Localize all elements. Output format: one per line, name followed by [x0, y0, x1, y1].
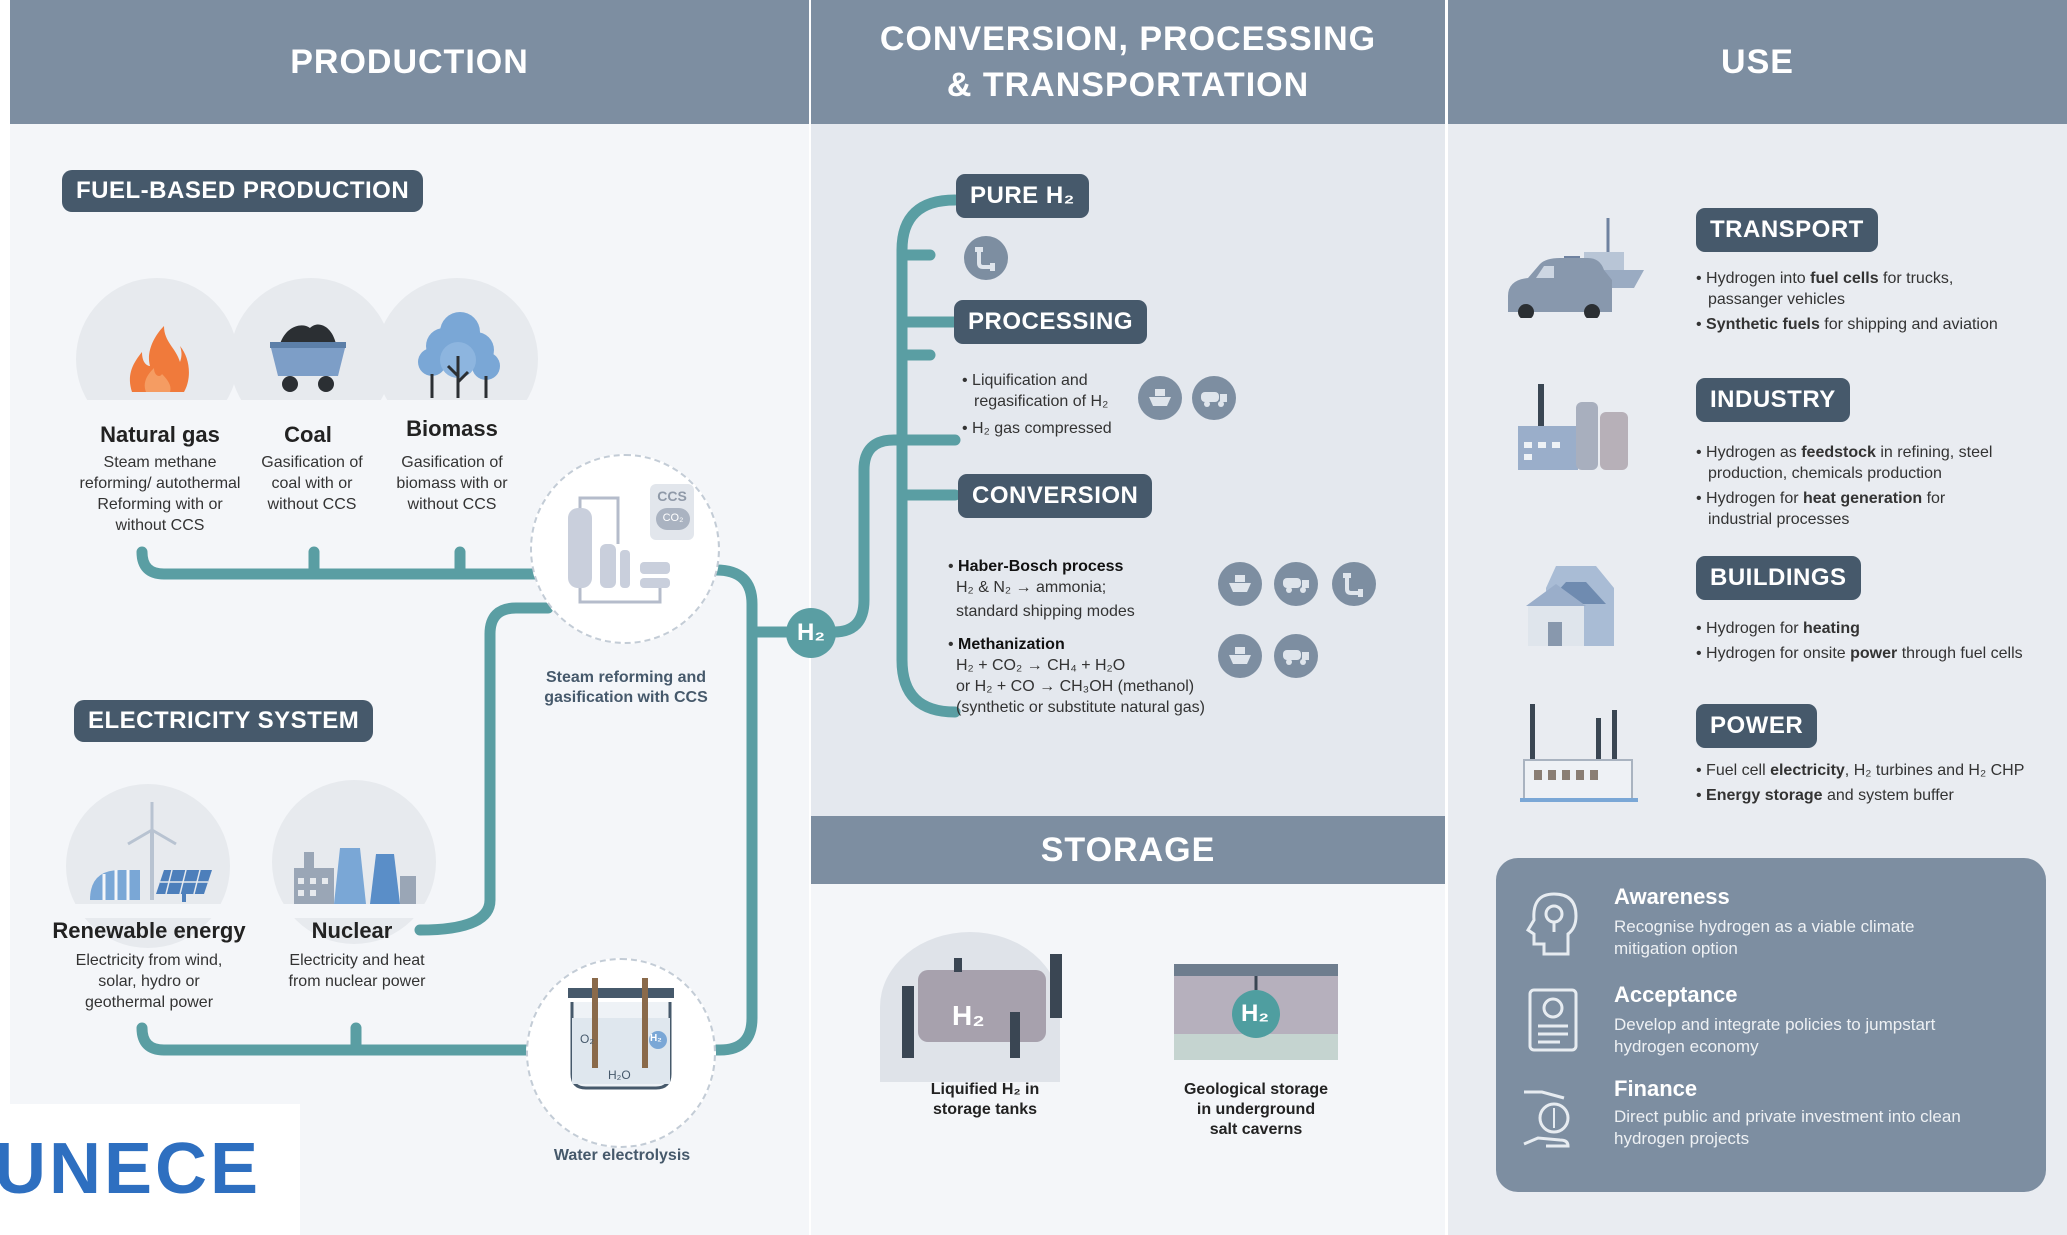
- o2-tag: O₂: [580, 1032, 594, 1046]
- lightbulb-head-icon: [1525, 892, 1578, 956]
- salt-cavern-icon: [1174, 964, 1338, 1060]
- building-icon: [1526, 566, 1614, 646]
- hand-money-icon: [1523, 1090, 1570, 1148]
- biomass-name: Biomass: [406, 416, 498, 441]
- flame-icon: [129, 326, 189, 392]
- tank-h2-label: H₂: [952, 1000, 985, 1031]
- pipeline-icon-2: [1332, 562, 1376, 606]
- coal-cart-icon: [270, 324, 346, 392]
- electrolysis-icon: [568, 978, 674, 1090]
- truck-icon-2: [1274, 562, 1318, 606]
- renewable-name: Renewable energy: [52, 918, 246, 943]
- natural-gas-name: Natural gas: [100, 422, 220, 447]
- ccs-tag: CCS: [657, 488, 687, 504]
- wind-solar-icon: [90, 802, 212, 902]
- coal-name: Coal: [284, 422, 332, 447]
- buildings-bullets: • Hydrogen for heating • Hydrogen for on…: [1696, 620, 2023, 662]
- transport-icon: [1508, 218, 1644, 318]
- electrolysis-caption: Water electrolysis: [553, 1147, 691, 1164]
- processing-label: PROCESSING: [954, 300, 1148, 344]
- awareness-title: Awareness: [1614, 884, 1730, 909]
- h2o-tag: H₂O: [608, 1068, 631, 1082]
- power-plant-icon: [1520, 704, 1638, 802]
- conversion-header-line2: & TRANSPORTATION: [946, 66, 1310, 104]
- h2-bubble-tag: H₂: [650, 1033, 662, 1044]
- truck-icon: [1192, 376, 1236, 420]
- finance-desc: Direct public and private investment int…: [1614, 1107, 1961, 1148]
- use-header: USE: [1448, 0, 2067, 124]
- electricity-system-label: ELECTRICITY SYSTEM: [74, 700, 374, 742]
- source-baseline-mask: [60, 400, 560, 460]
- ship-icon: [1138, 376, 1182, 420]
- industry-bullets: • Hydrogen as feedstock in refining, ste…: [1696, 444, 1993, 528]
- haber-bosch-block: • Haber-Bosch process H₂ & N₂ → ammonia;…: [948, 558, 1135, 620]
- fuel-based-label: FUEL-BASED PRODUCTION: [62, 170, 424, 212]
- storage-tank-icon: [902, 954, 1062, 1058]
- storage-header: STORAGE: [811, 816, 1445, 884]
- unece-logo-box: [0, 1104, 300, 1235]
- buildings-label: BUILDINGS: [1696, 556, 1861, 600]
- power-bullets: • Fuel cell electricity, H₂ turbines and…: [1696, 762, 2025, 804]
- methanization-block: • Methanization H₂ + CO₂ → CH₄ + H₂O or …: [948, 636, 1206, 716]
- processing-bullet-1: • Liquification and regasification of H₂: [962, 372, 1109, 410]
- ship-icon-3: [1218, 634, 1262, 678]
- h2-hub: H₂: [786, 608, 836, 658]
- acceptance-desc: Develop and integrate policies to jumpst…: [1614, 1015, 1936, 1056]
- processing-bullet-2: • H₂ gas compressed: [962, 420, 1112, 437]
- trees-icon: [418, 312, 500, 398]
- conversion-header: CONVERSION, PROCESSING & TRANSPORTATION: [811, 0, 1445, 124]
- transport-bullets: • Hydrogen into fuel cells for trucks, p…: [1696, 268, 2046, 335]
- nuclear-plant-icon: [294, 848, 416, 904]
- elec-baseline-mask: [50, 904, 450, 918]
- co2-tag: CO₂: [662, 512, 684, 524]
- cloud-icon: [656, 508, 690, 530]
- power-label: POWER: [1696, 704, 1818, 748]
- nuclear-name: Nuclear: [311, 918, 393, 943]
- renewable-circle: [66, 784, 230, 948]
- transport-label: TRANSPORT: [1696, 208, 1878, 252]
- reformer-plant-icon: [568, 496, 670, 604]
- conversion-label: CONVERSION: [958, 474, 1153, 518]
- policy-document-icon: [1528, 988, 1578, 1052]
- finance-title: Finance: [1614, 1076, 1698, 1101]
- industry-icon: [1518, 384, 1628, 470]
- pipeline-icon: [964, 236, 1008, 280]
- enablers-card: [1496, 858, 2046, 1192]
- pure-h2-label: PURE H₂: [956, 174, 1089, 218]
- conversion-header-line1: CONVERSION, PROCESSING: [879, 20, 1377, 58]
- truck-icon-3: [1274, 634, 1318, 678]
- acceptance-title: Acceptance: [1614, 982, 1738, 1007]
- production-header: PRODUCTION: [10, 0, 809, 124]
- cavern-h2-label: H₂: [1241, 1000, 1269, 1027]
- industry-label: INDUSTRY: [1696, 378, 1850, 422]
- unece-logo: UNECE: [0, 1129, 262, 1209]
- transport-bullet-1: • Hydrogen into fuel cells for trucks,: [1696, 270, 1954, 287]
- ship-icon-2: [1218, 562, 1262, 606]
